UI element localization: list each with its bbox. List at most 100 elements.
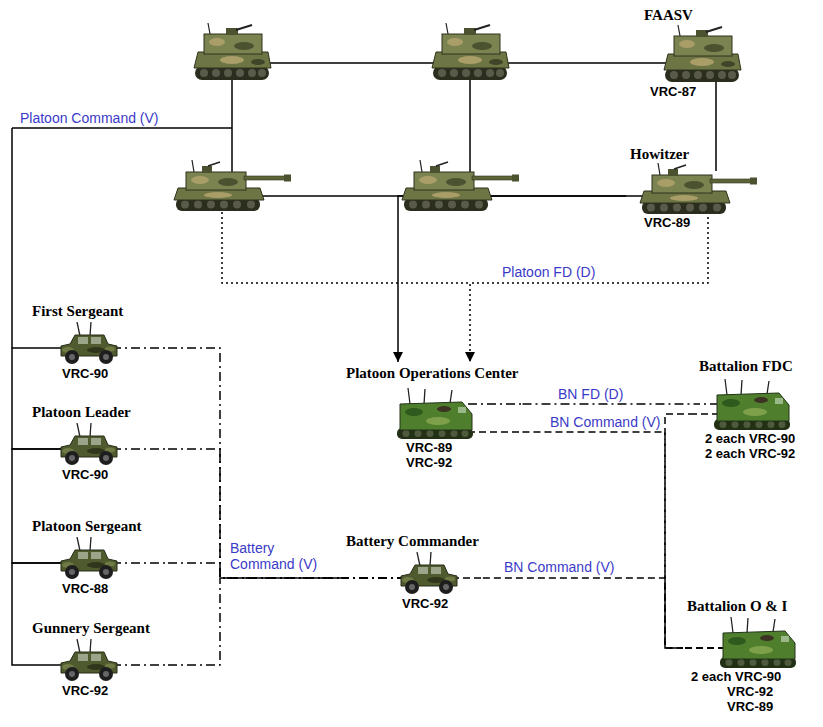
lead-stub: [683, 647, 725, 649]
vehicle-drawing: [397, 388, 473, 439]
lead-stub: [342, 577, 406, 579]
lead-stub: [468, 403, 522, 405]
vehicle-icon: [711, 379, 793, 431]
hmmwv-node: Battery CommanderVRC-92: [342, 530, 483, 613]
radio-label: VRC-90: [62, 366, 108, 381]
hmmwv-node: First SergeantVRC-90: [28, 300, 168, 383]
radio-label: VRC-92: [406, 455, 452, 470]
vehicle-icon: [717, 617, 799, 669]
lead-stub: [28, 562, 66, 564]
radio-label: 2 each VRC-90: [705, 431, 795, 446]
vehicle-drawing: [640, 163, 757, 214]
platoon-fd-wire: [222, 212, 470, 283]
hmmwv-node: Platoon SergeantVRC-88: [28, 515, 168, 598]
network-wires: [12, 63, 700, 348]
lead-stub: [342, 577, 406, 579]
vehicle-icon: [662, 24, 742, 84]
lead-stub: [342, 577, 406, 579]
vehicle-drawing: [401, 552, 457, 594]
net-label: BN Command (V): [548, 414, 662, 430]
vehicle-icon: [398, 552, 460, 596]
lead-stub: [28, 448, 66, 450]
radio-label: 2 each VRC-92: [705, 446, 795, 461]
vehicle-title: Battalion FDC: [699, 357, 793, 375]
lead-stub: [112, 347, 168, 349]
network-link: [168, 348, 342, 578]
vehicle-drawing: [714, 379, 790, 430]
platoon-command-wire: [12, 127, 232, 129]
vehicle-title: Battalion O & I: [687, 597, 787, 615]
lead-stub: [695, 403, 719, 405]
vehicle-icon: [638, 163, 758, 215]
radio-label: VRC-88: [62, 581, 108, 596]
vehicle-title: Platoon Operations Center: [346, 364, 518, 382]
radio-label: VRC-90: [62, 467, 108, 482]
network-link: [398, 196, 626, 362]
lead-stub: [112, 664, 168, 666]
faasv-node: FAASV VRC-87: [640, 4, 746, 101]
command-post-node: Battalion O & I 2 each VRC-90VRC-92VRC-89: [683, 595, 803, 716]
lead-stub: [683, 647, 725, 649]
lead-stub: [112, 448, 168, 450]
network-link: [715, 101, 717, 143]
lead-stub: [715, 143, 717, 171]
radio-label: VRC-89: [406, 440, 452, 455]
net-label: Platoon Command (V): [18, 110, 161, 126]
network-link: [12, 449, 28, 563]
vehicle-title: First Sergeant: [32, 302, 123, 320]
lead-stub: [695, 413, 719, 415]
faasv-vehicle: [432, 23, 509, 80]
net-label: Battery Command (V): [228, 540, 332, 572]
vehicle-icon: [394, 388, 476, 440]
howitzer-vehicle: [402, 160, 519, 211]
vehicle-icon: [58, 639, 120, 683]
network-link: [168, 449, 342, 578]
network-link: [483, 578, 683, 648]
vehicle-icon: [58, 537, 120, 581]
hmmwv-node: Gunnery SergeantVRC-92: [28, 617, 168, 700]
vehicle-title: Howitzer: [630, 145, 689, 163]
hmmwv-node: Platoon LeaderVRC-90: [28, 401, 168, 484]
radio-label: VRC-89: [644, 215, 690, 230]
network-link: [12, 563, 28, 665]
radio-label: VRC-92: [62, 683, 108, 698]
network-link: [522, 403, 695, 405]
faasv-vehicle: [194, 23, 271, 80]
radio-label: VRC-89: [727, 699, 773, 714]
vehicle-title: FAASV: [644, 6, 693, 24]
lead-stub: [28, 347, 66, 349]
network-link: [168, 578, 342, 665]
net-label: BN FD (D): [556, 386, 625, 402]
vehicle-title: Gunnery Sergeant: [32, 619, 150, 637]
lead-stub: [112, 562, 168, 564]
radio-label: VRC-87: [650, 84, 696, 99]
net-label: BN Command (V): [502, 559, 616, 575]
vehicle-drawing: [664, 25, 741, 82]
vehicle-icon: [58, 423, 120, 467]
vehicle-drawing: [720, 617, 796, 668]
lead-stub: [683, 647, 725, 649]
lead-stub: [468, 431, 522, 433]
howitzer-vehicle: [174, 160, 291, 211]
vehicle-title: Battery Commander: [346, 532, 479, 550]
vehicle-drawing: [61, 639, 117, 681]
network-link: [12, 348, 28, 449]
network-link: [470, 232, 708, 362]
lead-stub: [28, 448, 66, 450]
vehicle-drawing: [61, 423, 117, 465]
vehicle-title: Platoon Sergeant: [32, 517, 142, 535]
lead-stub: [28, 664, 66, 666]
radio-label: 2 each VRC-90: [691, 669, 781, 684]
platoon-command-wire: [11, 128, 13, 348]
network-link: [522, 432, 683, 648]
command-post-node: Platoon Operations CenterVRC-89VRC-92: [342, 362, 522, 472]
vehicle-drawing: [61, 322, 117, 364]
howitzer-node: HowitzerVRC-89: [626, 143, 762, 232]
command-post-node: Battalion FDC 2 each VRC-902 each VRC-92: [695, 355, 799, 463]
lead-stub: [342, 577, 406, 579]
lead-stub: [28, 562, 66, 564]
net-label: Platoon FD (D): [500, 264, 597, 280]
vehicle-title: Platoon Leader: [32, 403, 131, 421]
radio-label: VRC-92: [727, 684, 773, 699]
